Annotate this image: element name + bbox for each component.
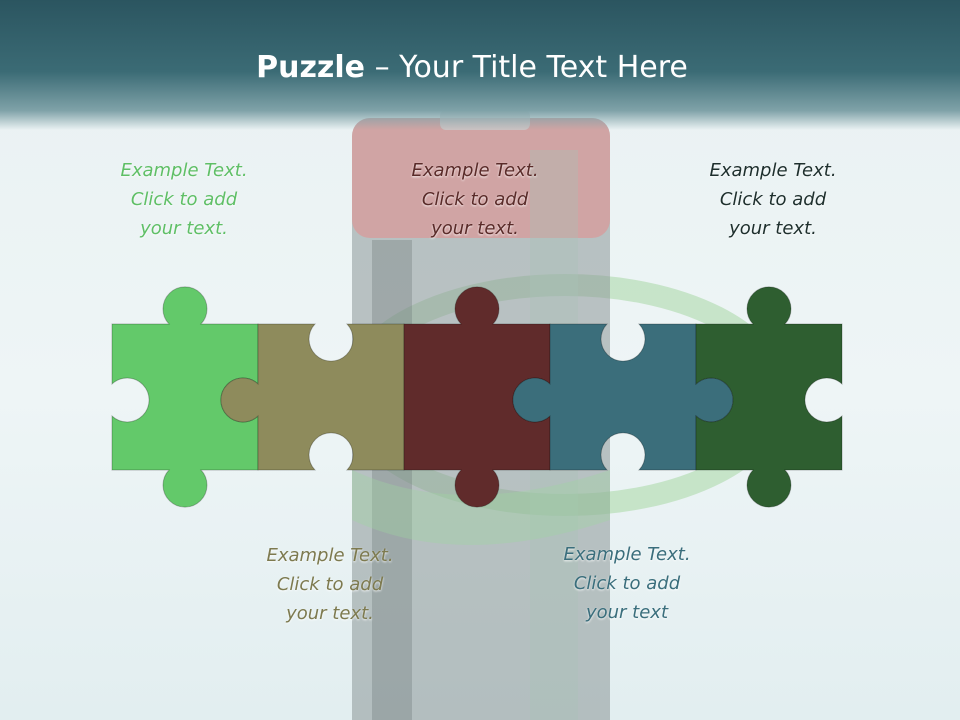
note-line: your text. [431, 218, 519, 239]
note-line: your text [585, 602, 669, 623]
note-line: Click to add [573, 573, 681, 594]
note-line: your text. [140, 218, 228, 239]
text-placeholder-3[interactable]: Example Text. Click to add your text. [678, 156, 868, 243]
note-line: Click to add [276, 574, 384, 595]
note-line: Example Text. [709, 160, 837, 181]
text-placeholder-5[interactable]: Example Text. Click to add your text [532, 540, 722, 627]
note-line: Click to add [719, 189, 827, 210]
note-line: Example Text. [266, 545, 394, 566]
header-band [0, 0, 960, 130]
text-placeholder-4[interactable]: Example Text. Click to add your text. [235, 541, 425, 628]
note-line: Example Text. [120, 160, 248, 181]
puzzle-piece-olive[interactable] [220, 323, 405, 471]
note-line: Click to add [421, 189, 529, 210]
puzzle-piece-dark-green[interactable] [695, 286, 843, 508]
text-placeholder-1[interactable]: Example Text. Click to add your text. [89, 156, 279, 243]
note-line: Example Text. [411, 160, 539, 181]
note-line: your text. [729, 218, 817, 239]
note-line: Click to add [130, 189, 238, 210]
title-rest: – Your Title Text Here [365, 50, 688, 85]
note-line: your text. [286, 603, 374, 624]
slide-title[interactable]: Puzzle – Your Title Text Here [0, 50, 944, 85]
title-bold: Puzzle [256, 50, 366, 85]
note-line: Example Text. [563, 544, 691, 565]
text-placeholder-2[interactable]: Example Text. Click to add your text. [380, 156, 570, 243]
